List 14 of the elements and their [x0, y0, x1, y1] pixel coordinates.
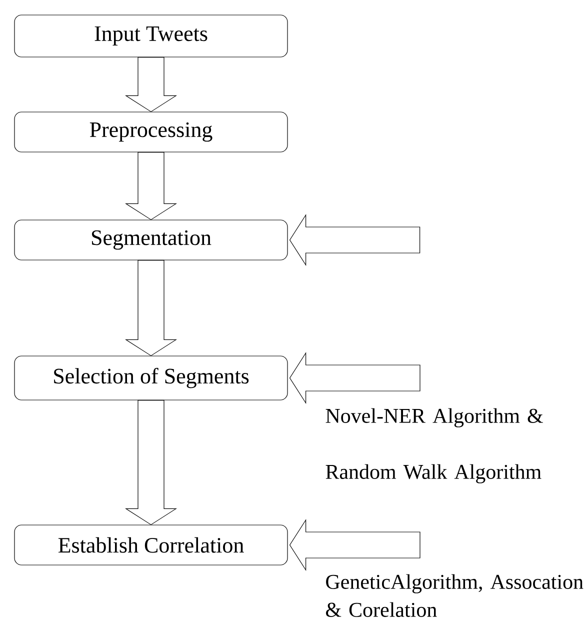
block-arrow: [289, 352, 420, 404]
block-arrow: [289, 214, 420, 266]
process-box: Establish Correlation: [14, 524, 288, 566]
block-arrow: [124, 152, 178, 220]
annotation-text: Novel-NER Algorithm & Random Walk Algorithm: [326, 408, 543, 484]
process-box: Selection of Segments: [14, 356, 288, 400]
block-arrow: [124, 400, 178, 526]
process-box: Preprocessing: [14, 112, 288, 152]
block-arrow: [124, 260, 178, 356]
block-arrow: [124, 57, 178, 112]
process-box: Segmentation: [14, 220, 288, 260]
process-box: Input Tweets: [14, 14, 288, 58]
annotation-text: GeneticAlgorithm, Assocation & Corelation: [326, 574, 584, 617]
block-arrow: [289, 518, 420, 572]
